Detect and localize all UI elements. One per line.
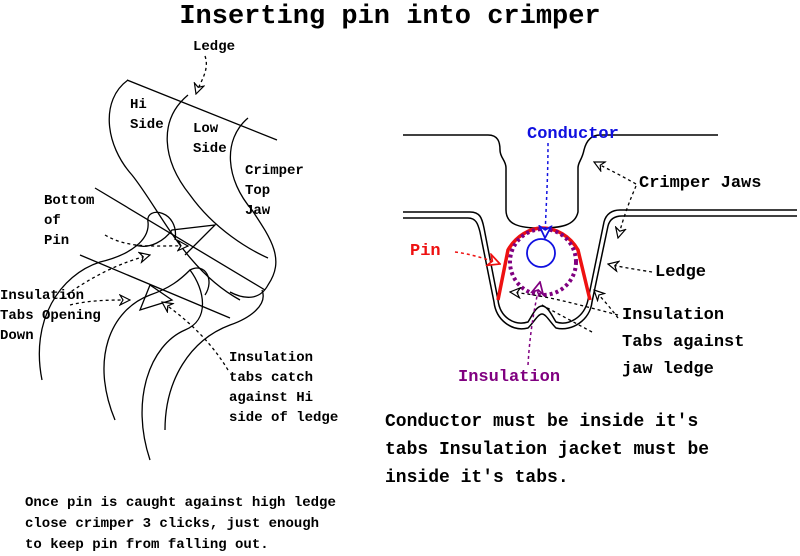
ledge-right-label: Ledge	[655, 263, 707, 282]
crimper-jaws-arrow-1	[594, 162, 637, 185]
ledge-right-arrow	[608, 264, 653, 273]
conductor-label: Conductor	[527, 125, 619, 144]
pin-arrow	[454, 251, 500, 264]
insulation-tabs-arrow-1	[510, 292, 619, 316]
crimper-jaw-cross-section	[403, 134, 797, 330]
crimper-top-jaw-label: Crimper Top Jaw	[245, 163, 304, 219]
insulation-label: Insulation	[458, 368, 561, 387]
page-title: Inserting pin into crimper	[179, 2, 601, 32]
crimper-jaw-side-view	[38, 79, 278, 461]
conductor-circle	[526, 238, 556, 268]
tabs-opening-down-arrow-2	[69, 300, 130, 305]
pin-label: Pin	[410, 242, 441, 261]
insulation-tabs-opening-down-label: Insulation Tabs Opening Down	[0, 288, 101, 344]
insulation-circle	[508, 227, 578, 297]
tabs-catch-arrow	[162, 302, 229, 371]
insulation-tabs-against-jaw-ledge-label: Insulation Tabs against jaw ledge	[622, 306, 745, 379]
insulation-tabs-arrow-2	[594, 290, 619, 319]
ledge-arrow	[196, 55, 207, 94]
conductor-arrow	[545, 142, 548, 238]
crimper-jaws-label: Crimper Jaws	[639, 174, 762, 193]
bottom-of-pin-label: Bottom of Pin	[44, 193, 95, 249]
bottom-of-pin-arrow	[104, 234, 188, 246]
tabs-opening-down-arrow-1	[61, 255, 150, 299]
crimp-note: Once pin is caught against high ledge cl…	[25, 495, 336, 553]
crimper-jaws-arrow-2	[618, 185, 637, 238]
insulation-tabs-catch-label: Insulation tabs catch against Hi side of…	[229, 350, 339, 426]
conductor-note: Conductor must be inside it's tabs Insul…	[385, 412, 710, 488]
insulation-tabs-leader	[539, 303, 593, 333]
hi-side-label: Hi Side	[130, 97, 164, 133]
ledge-label: Ledge	[193, 39, 236, 55]
low-side-label: Low Side	[193, 121, 227, 157]
